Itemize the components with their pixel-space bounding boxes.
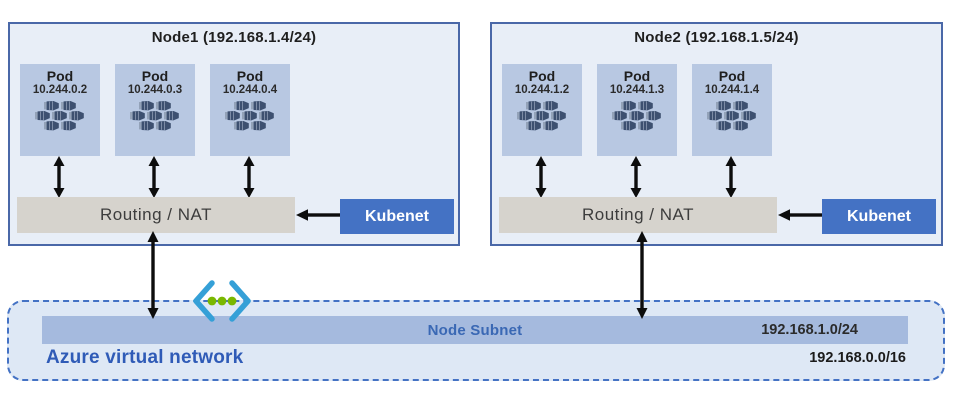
azure-vnet-cidr: 192.168.0.0/16 xyxy=(809,350,906,366)
pod-label: Pod xyxy=(718,68,746,84)
kubenet-routing-arrow xyxy=(778,209,822,221)
pod-card: Pod 10.244.1.3 xyxy=(597,64,677,156)
pod-ip: 10.244.0.3 xyxy=(127,84,183,96)
pod-routing-arrow xyxy=(535,156,547,198)
pod-ip: 10.244.1.4 xyxy=(704,84,760,96)
pod-containers-icon xyxy=(705,101,759,131)
pod-card: Pod 10.244.1.4 xyxy=(692,64,772,156)
pod-routing-arrow xyxy=(53,156,65,198)
pod-label: Pod xyxy=(141,68,169,84)
pod-card: Pod 10.244.0.4 xyxy=(210,64,290,156)
routing-nat-box: Routing / NAT xyxy=(499,197,777,233)
node2-subnet-arrow xyxy=(636,231,648,319)
routing-nat-box: Routing / NAT xyxy=(17,197,295,233)
kubenet-box: Kubenet xyxy=(340,199,454,234)
pod-ip: 10.244.0.2 xyxy=(32,84,88,96)
node2-panel: Node2 (192.168.1.5/24) Pod 10.244.1.2 Po… xyxy=(490,22,943,246)
pod-ip: 10.244.1.2 xyxy=(514,84,570,96)
virtual-network-icon xyxy=(193,280,251,322)
pod-routing-arrow xyxy=(725,156,737,198)
kubenet-box: Kubenet xyxy=(822,199,936,234)
pod-label: Pod xyxy=(236,68,264,84)
pod-ip: 10.244.1.3 xyxy=(609,84,665,96)
pod-containers-icon xyxy=(610,101,664,131)
kubenet-routing-arrow xyxy=(296,209,340,221)
node1-subnet-arrow xyxy=(147,231,159,319)
pod-routing-arrow xyxy=(243,156,255,198)
pod-label: Pod xyxy=(528,68,556,84)
pod-containers-icon xyxy=(33,101,87,131)
pod-containers-icon xyxy=(223,101,277,131)
node-subnet-label: Node Subnet xyxy=(427,321,523,339)
node-subnet-cidr: 192.168.1.0/24 xyxy=(761,322,858,338)
node1-title: Node1 (192.168.1.4/24) xyxy=(151,29,317,46)
pod-containers-icon xyxy=(515,101,569,131)
node1-panel: Node1 (192.168.1.4/24) Pod 10.244.0.2 Po… xyxy=(8,22,460,246)
pod-containers-icon xyxy=(128,101,182,131)
pod-routing-arrow xyxy=(148,156,160,198)
pod-routing-arrow xyxy=(630,156,642,198)
azure-vnet-label: Azure virtual network xyxy=(46,347,244,368)
pod-card: Pod 10.244.1.2 xyxy=(502,64,582,156)
pod-label: Pod xyxy=(46,68,74,84)
pod-label: Pod xyxy=(623,68,651,84)
node2-title: Node2 (192.168.1.5/24) xyxy=(634,29,799,46)
pod-card: Pod 10.244.0.3 xyxy=(115,64,195,156)
pod-card: Pod 10.244.0.2 xyxy=(20,64,100,156)
pod-ip: 10.244.0.4 xyxy=(222,84,278,96)
node-subnet-bar: Node Subnet 192.168.1.0/24 xyxy=(42,316,908,344)
